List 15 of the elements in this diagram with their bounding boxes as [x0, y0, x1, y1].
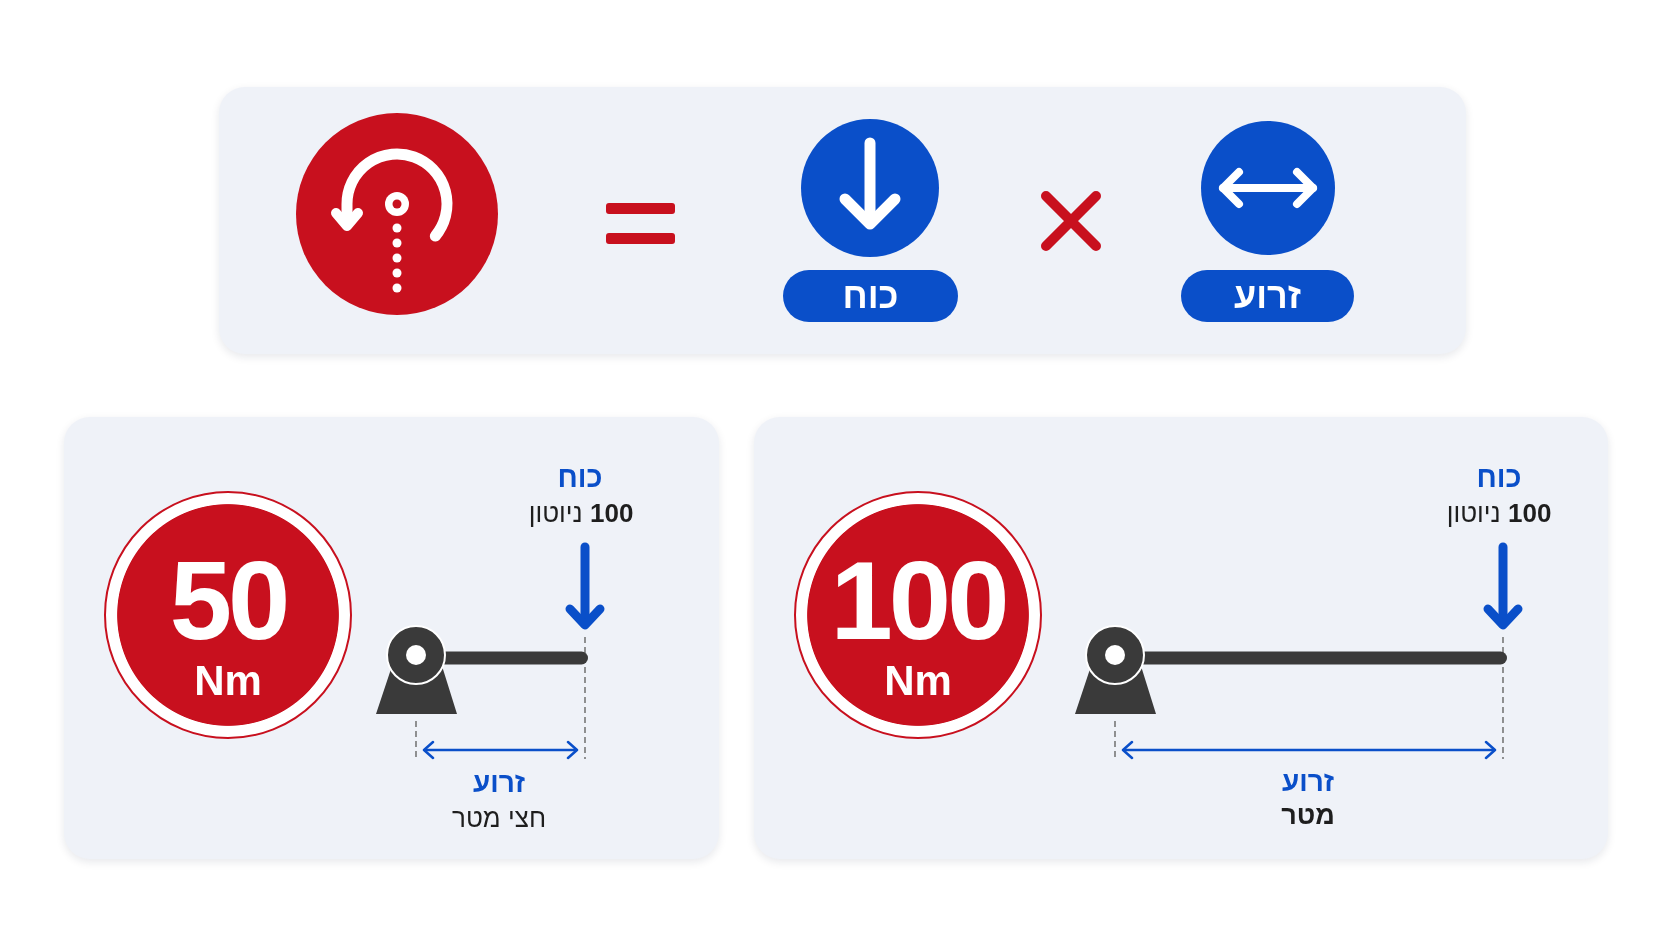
arm-heading: זרוע [472, 767, 526, 799]
force-heading: כוח [1476, 462, 1522, 494]
force-tag: כוח [783, 270, 958, 322]
panel-card [219, 87, 1466, 354]
panel-card [64, 417, 719, 859]
arm-heading: זרוע [1281, 766, 1335, 798]
torque-value: 100 [830, 545, 1006, 657]
torque-value: 50 [169, 545, 287, 657]
arm-length: מטר [1281, 801, 1335, 831]
unit-label: Nm [884, 660, 952, 702]
arm-length: חצי מטר [452, 803, 546, 833]
arm-tag: זרוע [1181, 270, 1354, 322]
unit-label: Nm [194, 660, 262, 702]
force-heading: כוח [557, 462, 603, 494]
panel-card [754, 417, 1608, 859]
